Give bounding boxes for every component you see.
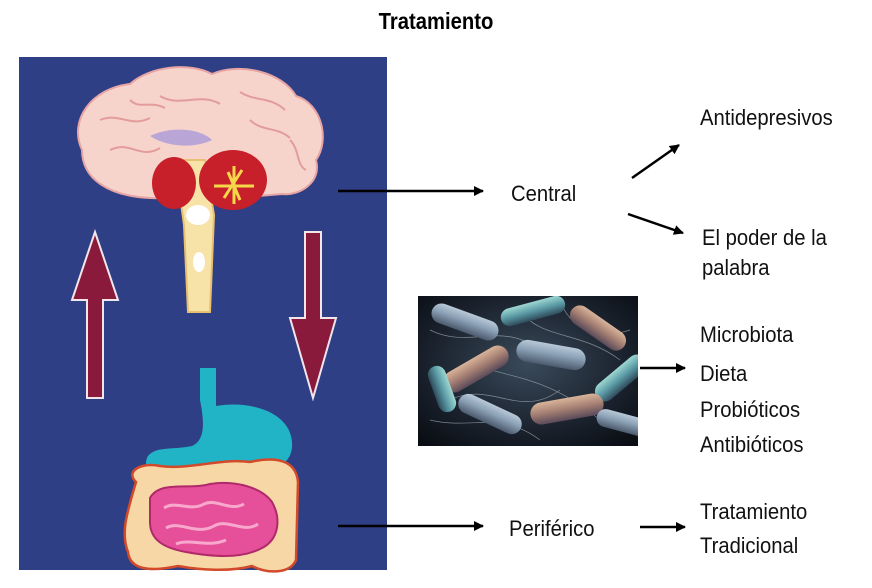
arrow-central-to-palabra xyxy=(627,212,684,235)
brain-illustration xyxy=(76,66,324,313)
up-arrow xyxy=(70,228,120,399)
label-antibioticos: Antibióticos xyxy=(700,432,804,457)
label-microbiota: Microbiota xyxy=(700,322,794,347)
label-periferico: Periférico xyxy=(509,516,595,541)
label-probioticos: Probióticos xyxy=(700,397,801,422)
arrow-central-to-antidepresivos xyxy=(631,143,680,180)
label-central: Central xyxy=(511,181,577,206)
label-poder-line1: El poder de la xyxy=(702,225,827,250)
label-antidepresivos: Antidepresivos xyxy=(700,105,833,130)
down-arrow xyxy=(288,231,338,402)
page-title: Tratamiento xyxy=(378,8,494,34)
label-poder-line2: palabra xyxy=(702,255,770,280)
bacteria-image xyxy=(418,296,638,446)
label-tratamiento-line1: Tratamiento xyxy=(700,499,808,524)
label-dieta: Dieta xyxy=(700,361,748,386)
label-tratamiento-line2: Tradicional xyxy=(700,533,799,558)
gut-illustration xyxy=(123,368,300,573)
